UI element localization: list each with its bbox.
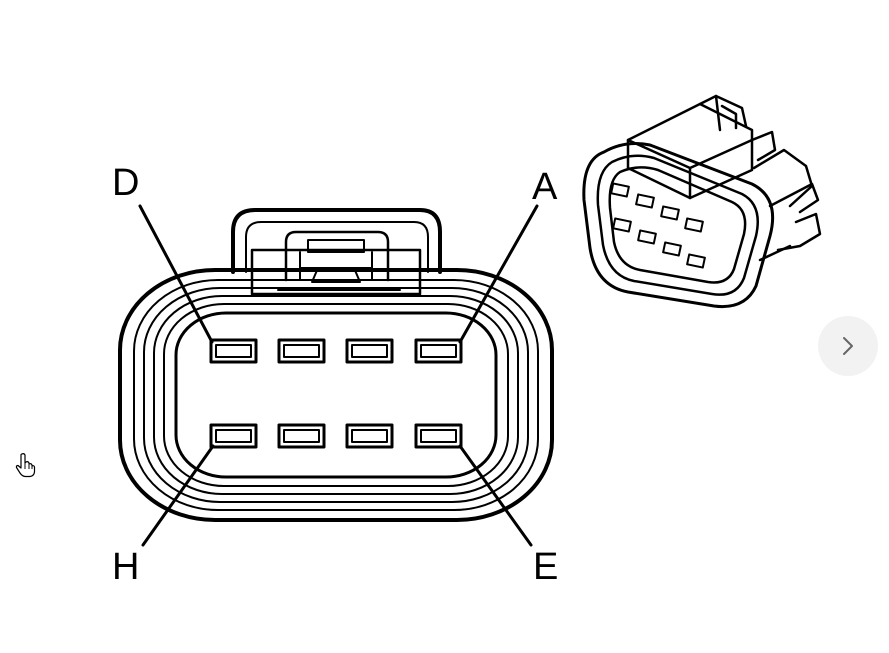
next-image-button[interactable] — [818, 316, 878, 376]
chevron-right-icon — [843, 337, 853, 355]
latch-housing — [231, 208, 442, 296]
pin-cavities — [209, 338, 463, 449]
connector-body — [118, 268, 554, 522]
pin-label-a: A — [532, 166, 558, 208]
pin-label-h: H — [112, 546, 139, 588]
pin-label-e: E — [533, 546, 558, 588]
hand-pointer-icon — [15, 453, 36, 478]
pin-label-d: D — [112, 162, 139, 204]
connector-3d-illustration — [582, 94, 822, 309]
leader-lines — [138, 204, 539, 547]
